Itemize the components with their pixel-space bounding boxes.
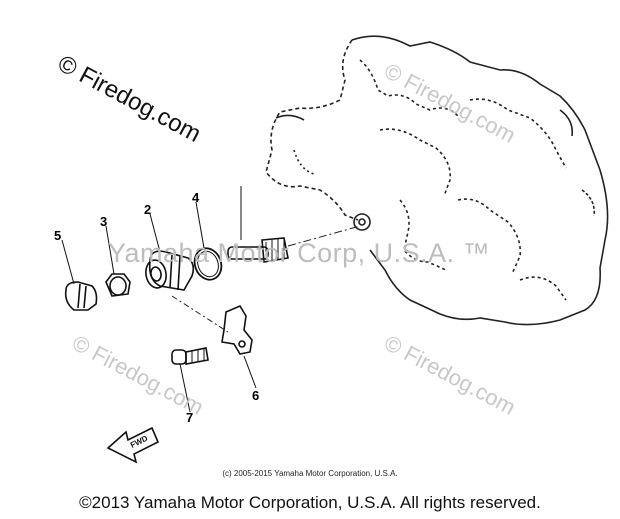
- callout-7: 7: [186, 410, 194, 425]
- watermark-corp: Yamaha Motor Corp, U.S.A. ™: [108, 238, 491, 268]
- part-6-lever: [221, 304, 253, 355]
- callout-6: 6: [252, 388, 260, 403]
- part-2-housing: [145, 250, 195, 291]
- engine-case-outline: [265, 35, 609, 326]
- small-copyright: (c) 2005-2015 Yamaha Motor Corporation, …: [222, 469, 398, 478]
- guide-line-shaft: [287, 225, 361, 247]
- fwd-arrow-icon: FWD: [106, 426, 160, 464]
- callout-leaders: [61, 201, 257, 413]
- callout-4: 4: [192, 190, 200, 205]
- part-4-o-ring-inner: [197, 250, 219, 278]
- part-4-o-ring: [193, 247, 223, 281]
- callout-2: 2: [144, 202, 152, 217]
- part-3-bushing: [105, 273, 131, 297]
- copyright-notice: ©2013 Yamaha Motor Corporation, U.S.A. A…: [79, 493, 541, 512]
- callout-3: 3: [100, 214, 108, 229]
- guide-line-lever: [171, 295, 229, 333]
- callout-5: 5: [54, 228, 62, 243]
- part-7-bolt: [171, 347, 209, 365]
- part-5-seal: [64, 281, 98, 311]
- part-1-shaft-gear: [227, 186, 289, 263]
